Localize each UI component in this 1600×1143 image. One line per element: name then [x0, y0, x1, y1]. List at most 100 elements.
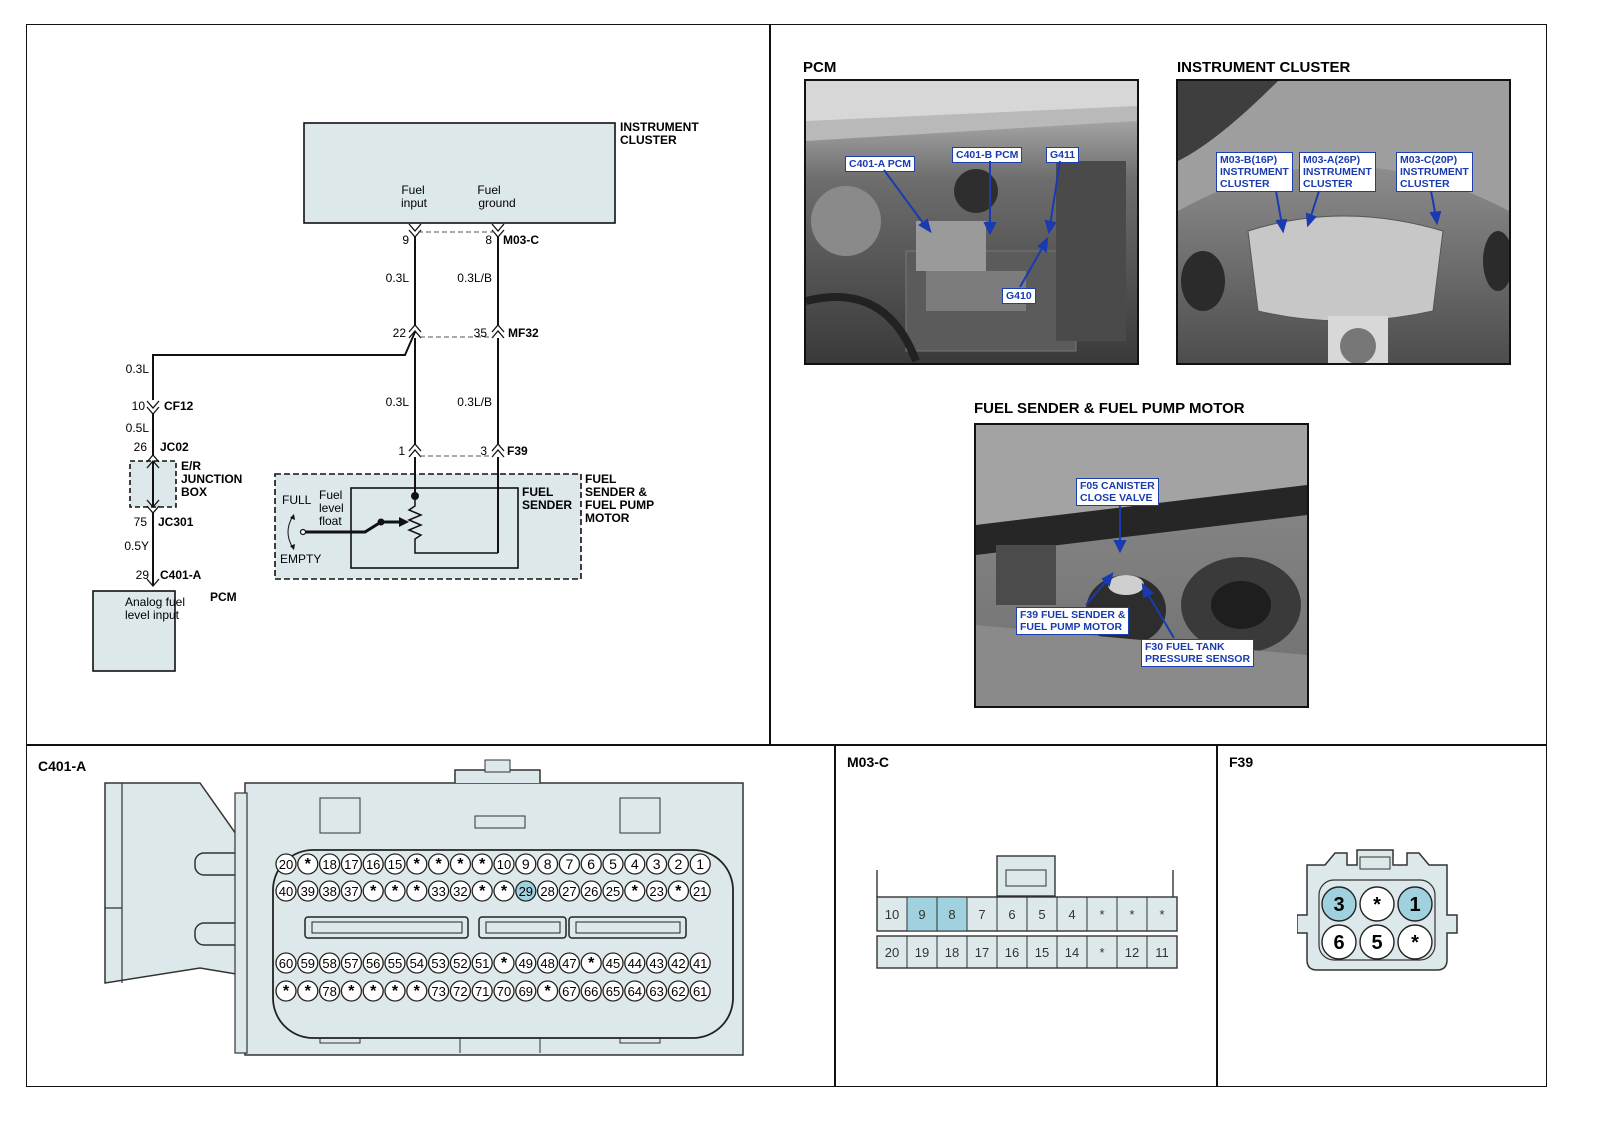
svg-text:7: 7 — [566, 856, 574, 872]
junction-box-label-3: BOX — [181, 485, 207, 499]
svg-text:*: * — [414, 856, 421, 873]
c401a-pin-33: 33 — [427, 880, 450, 902]
diagram-frame — [26, 24, 1547, 1087]
c401a-pin-blank: * — [667, 880, 690, 902]
svg-text:2: 2 — [675, 856, 683, 872]
c401a-pin-25: 25 — [602, 880, 624, 902]
svg-text:10: 10 — [497, 857, 511, 872]
svg-text:54: 54 — [410, 956, 424, 971]
callout-m03c: M03-C(20P) INSTRUMENT CLUSTER — [1396, 152, 1473, 192]
wire-mid-right: 0.3L/B — [457, 395, 492, 409]
svg-text:44: 44 — [628, 956, 642, 971]
svg-text:62: 62 — [671, 984, 685, 999]
svg-text:28: 28 — [540, 884, 554, 899]
junction-box-label-1: E/R — [181, 459, 201, 473]
svg-text:8: 8 — [948, 907, 955, 922]
m03c-pin-8: 8 — [485, 233, 492, 247]
svg-text:*: * — [370, 883, 377, 900]
callout-c401b-pcm: C401-B PCM — [952, 147, 1023, 163]
svg-text:4: 4 — [1068, 907, 1075, 922]
m03c-pin-11: 11 — [1146, 935, 1178, 969]
m03c-pin-9: 9 — [402, 233, 409, 247]
c401a-pin-71: 71 — [471, 980, 493, 1002]
svg-text:3: 3 — [653, 856, 661, 872]
fuel-sender-label-2: SENDER — [522, 498, 572, 512]
c401a-pin-7: 7 — [558, 853, 581, 875]
c401a-pin-blank: * — [493, 952, 515, 974]
c401a-pin-blank: * — [297, 853, 319, 875]
svg-text:16: 16 — [366, 857, 380, 872]
svg-text:6: 6 — [1008, 907, 1015, 922]
svg-text:*: * — [1129, 907, 1134, 922]
fuel-input-label-2: input — [401, 196, 428, 210]
mf32-pin-35: 35 — [474, 326, 488, 340]
svg-text:23: 23 — [649, 884, 663, 899]
left-wire-2: 0.5L — [126, 421, 150, 435]
svg-text:*: * — [479, 856, 486, 873]
svg-text:*: * — [305, 983, 312, 1000]
module-label-4: MOTOR — [585, 511, 630, 525]
c401a-pin-66: 66 — [580, 980, 602, 1002]
svg-text:21: 21 — [693, 884, 707, 899]
svg-text:*: * — [392, 983, 399, 1000]
svg-text:38: 38 — [322, 884, 336, 899]
svg-text:*: * — [392, 883, 399, 900]
svg-text:1: 1 — [1409, 894, 1420, 916]
fuel-callout-arrows — [1085, 505, 1175, 639]
mf32-connector-right — [491, 324, 505, 339]
svg-text:11: 11 — [1155, 945, 1169, 960]
c401a-pin-10: 10 — [493, 853, 515, 875]
cluster-callout-arrows — [1275, 190, 1442, 234]
c401a-pin-63: 63 — [645, 980, 668, 1002]
jc02-connector — [146, 454, 160, 469]
c401a-pin-48: 48 — [536, 952, 559, 974]
c401a-pin-20: 20 — [275, 853, 297, 875]
c401a-pin-6: 6 — [580, 853, 602, 875]
c401a-pin-49: 49 — [515, 952, 537, 974]
c401a-pin-54: 54 — [406, 952, 428, 974]
cf12-name: CF12 — [164, 399, 194, 413]
svg-text:66: 66 — [584, 984, 598, 999]
c401a-pin-56: 56 — [362, 952, 384, 974]
svg-text:*: * — [348, 983, 355, 1000]
c401a-pin-51: 51 — [471, 952, 493, 974]
f39-pin-blank: * — [1397, 924, 1433, 960]
c401a-pin-18: 18 — [318, 853, 341, 875]
c401a-pin-27: 27 — [558, 880, 581, 902]
c401a-pin-3: 3 — [645, 853, 668, 875]
module-label-2: SENDER & — [585, 485, 647, 499]
c401a-pin-73: 73 — [427, 980, 450, 1002]
svg-text:42: 42 — [671, 956, 685, 971]
svg-text:*: * — [1411, 932, 1419, 954]
f39-pin-1: 1 — [1397, 886, 1433, 922]
svg-text:*: * — [501, 955, 508, 972]
m03c-pin-9: 9 — [906, 896, 938, 932]
pcm-box — [92, 590, 176, 672]
c401a-pin-41: 41 — [689, 952, 711, 974]
svg-text:33: 33 — [431, 884, 445, 899]
c401a-connector — [146, 578, 160, 587]
c401a-pin-70: 70 — [493, 980, 515, 1002]
c401a-pin-40: 40 — [275, 880, 297, 902]
svg-text:6: 6 — [587, 856, 595, 872]
wire-mid-left: 0.3L — [386, 395, 410, 409]
c401a-pin-57: 57 — [340, 952, 363, 974]
svg-text:*: * — [305, 856, 312, 873]
svg-text:53: 53 — [431, 956, 445, 971]
instrument-cluster-label-2: CLUSTER — [620, 133, 677, 147]
divider-bottom-1 — [834, 744, 836, 1087]
mf32-connector-left — [408, 324, 422, 339]
c401a-pin-blank: * — [471, 880, 493, 902]
c401a-pin-blank: * — [297, 980, 319, 1002]
f39-view-title: F39 — [1229, 754, 1254, 770]
pcm-name: PCM — [210, 590, 237, 604]
left-wire-3: 0.5Y — [124, 539, 149, 553]
jc02-name: JC02 — [160, 440, 189, 454]
c401a-pin-16: 16 — [362, 853, 384, 875]
svg-text:69: 69 — [519, 984, 533, 999]
c401a-pin-blank: * — [362, 880, 384, 902]
c401a-pin-blank: * — [471, 853, 493, 875]
svg-text:64: 64 — [628, 984, 642, 999]
